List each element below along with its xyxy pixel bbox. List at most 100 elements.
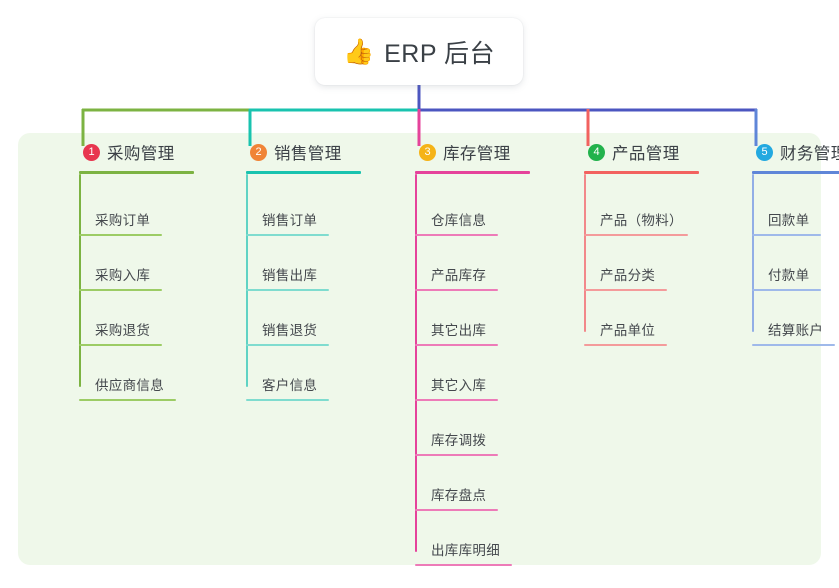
item-underline bbox=[752, 344, 835, 346]
branch-column-5: 5 财务管理 回款单 付款单 结算账户 bbox=[738, 133, 839, 346]
item-underline bbox=[246, 234, 329, 236]
branch-columns: 1 采购管理 采购订单 采购入库 采购退货 供应商 bbox=[18, 133, 839, 566]
root-node[interactable]: 👍 ERP 后台 bbox=[315, 18, 523, 85]
branch-title-3: 库存管理 bbox=[443, 145, 511, 163]
branch-rule-1 bbox=[79, 171, 194, 174]
item-label: 产品单位 bbox=[600, 323, 656, 338]
item-underline bbox=[415, 234, 498, 236]
item-underline bbox=[584, 344, 667, 346]
branch-spine-4 bbox=[584, 174, 586, 332]
item-label: 产品分类 bbox=[600, 268, 656, 283]
item-underline bbox=[415, 454, 498, 456]
branch-badge-2: 2 bbox=[250, 143, 267, 161]
list-item[interactable]: 库存调拨 bbox=[401, 401, 530, 456]
list-item[interactable]: 其它出库 bbox=[401, 291, 530, 346]
item-label: 销售出库 bbox=[262, 268, 318, 283]
branch-column-1: 1 采购管理 采购订单 采购入库 采购退货 供应商 bbox=[65, 133, 194, 401]
branch-header-3[interactable]: 3 库存管理 bbox=[401, 133, 530, 171]
item-label: 回款单 bbox=[768, 213, 810, 228]
item-underline bbox=[415, 344, 498, 346]
branch-header-4[interactable]: 4 产品管理 bbox=[570, 133, 699, 171]
list-item[interactable]: 产品分类 bbox=[570, 236, 699, 291]
item-underline bbox=[415, 399, 498, 401]
item-underline bbox=[752, 234, 821, 236]
root-node-title: ERP 后台 bbox=[384, 39, 496, 68]
branch-spine-5 bbox=[752, 174, 754, 332]
branch-header-2[interactable]: 2 销售管理 bbox=[232, 133, 361, 171]
branch-badge-4: 4 bbox=[588, 143, 605, 161]
item-label: 库存调拨 bbox=[431, 433, 487, 448]
list-item[interactable]: 仓库信息 bbox=[401, 181, 530, 236]
list-item[interactable]: 采购入库 bbox=[65, 236, 194, 291]
branch-rule-3 bbox=[415, 171, 530, 174]
item-label: 库存盘点 bbox=[431, 488, 487, 503]
item-label: 销售订单 bbox=[262, 213, 318, 228]
branch-rule-4 bbox=[584, 171, 699, 174]
list-item[interactable]: 库存盘点 bbox=[401, 456, 530, 511]
list-item[interactable]: 供应商信息 bbox=[65, 346, 194, 401]
branch-items-4: 产品（物料） 产品分类 产品单位 bbox=[570, 174, 699, 346]
item-label: 采购订单 bbox=[95, 213, 151, 228]
branch-title-2: 销售管理 bbox=[274, 145, 342, 163]
list-item[interactable]: 其它入库 bbox=[401, 346, 530, 401]
branch-column-4: 4 产品管理 产品（物料） 产品分类 产品单位 bbox=[570, 133, 699, 346]
branches-panel bbox=[18, 133, 821, 565]
item-label: 结算账户 bbox=[768, 323, 824, 338]
item-label: 其它出库 bbox=[431, 323, 487, 338]
item-underline bbox=[415, 289, 498, 291]
branch-items-2: 销售订单 销售出库 销售退货 客户信息 bbox=[232, 174, 361, 401]
item-label: 仓库信息 bbox=[431, 213, 487, 228]
item-label: 产品（物料） bbox=[600, 213, 683, 228]
list-item[interactable]: 结算账户 bbox=[738, 291, 839, 346]
list-item[interactable]: 回款单 bbox=[738, 181, 839, 236]
branch-spine-1 bbox=[79, 174, 81, 387]
item-label: 采购退货 bbox=[95, 323, 151, 338]
item-underline bbox=[415, 564, 512, 566]
list-item[interactable]: 销售订单 bbox=[232, 181, 361, 236]
item-underline bbox=[415, 509, 498, 511]
branch-spine-2 bbox=[246, 174, 248, 387]
branch-title-4: 产品管理 bbox=[612, 145, 680, 163]
branch-header-1[interactable]: 1 采购管理 bbox=[65, 133, 194, 171]
item-underline bbox=[79, 399, 176, 401]
list-item[interactable]: 采购退货 bbox=[65, 291, 194, 346]
item-label: 其它入库 bbox=[431, 378, 487, 393]
list-item[interactable]: 出库库明细 bbox=[401, 511, 530, 566]
item-label: 客户信息 bbox=[262, 378, 318, 393]
branch-spine-3 bbox=[415, 174, 417, 552]
list-item[interactable]: 销售出库 bbox=[232, 236, 361, 291]
item-label: 供应商信息 bbox=[95, 378, 164, 393]
list-item[interactable]: 客户信息 bbox=[232, 346, 361, 401]
branch-badge-5: 5 bbox=[756, 143, 773, 161]
item-label: 付款单 bbox=[768, 268, 810, 283]
item-underline bbox=[79, 234, 162, 236]
item-underline bbox=[246, 289, 329, 291]
branch-title-5: 财务管理 bbox=[780, 145, 839, 163]
branch-items-5: 回款单 付款单 结算账户 bbox=[738, 174, 839, 346]
item-underline bbox=[246, 399, 329, 401]
branch-header-5[interactable]: 5 财务管理 bbox=[738, 133, 839, 171]
branch-column-3: 3 库存管理 仓库信息 产品库存 其它出库 其它入 bbox=[401, 133, 530, 566]
branch-badge-1: 1 bbox=[83, 143, 100, 161]
branch-rule-5 bbox=[752, 171, 839, 174]
item-label: 产品库存 bbox=[431, 268, 487, 283]
branch-rule-2 bbox=[246, 171, 361, 174]
list-item[interactable]: 销售退货 bbox=[232, 291, 361, 346]
branch-items-1: 采购订单 采购入库 采购退货 供应商信息 bbox=[65, 174, 194, 401]
list-item[interactable]: 产品（物料） bbox=[570, 181, 699, 236]
item-underline bbox=[584, 234, 688, 236]
list-item[interactable]: 采购订单 bbox=[65, 181, 194, 236]
item-label: 出库库明细 bbox=[431, 543, 500, 558]
branch-items-3: 仓库信息 产品库存 其它出库 其它入库 库存调拨 bbox=[401, 174, 530, 566]
item-underline bbox=[752, 289, 821, 291]
item-label: 采购入库 bbox=[95, 268, 151, 283]
list-item[interactable]: 产品库存 bbox=[401, 236, 530, 291]
item-underline bbox=[246, 344, 329, 346]
branch-badge-3: 3 bbox=[419, 143, 436, 161]
thumbs-up-icon: 👍 bbox=[342, 37, 375, 66]
item-underline bbox=[584, 289, 667, 291]
list-item[interactable]: 付款单 bbox=[738, 236, 839, 291]
item-label: 销售退货 bbox=[262, 323, 318, 338]
list-item[interactable]: 产品单位 bbox=[570, 291, 699, 346]
branch-column-2: 2 销售管理 销售订单 销售出库 销售退货 客户信 bbox=[232, 133, 361, 401]
